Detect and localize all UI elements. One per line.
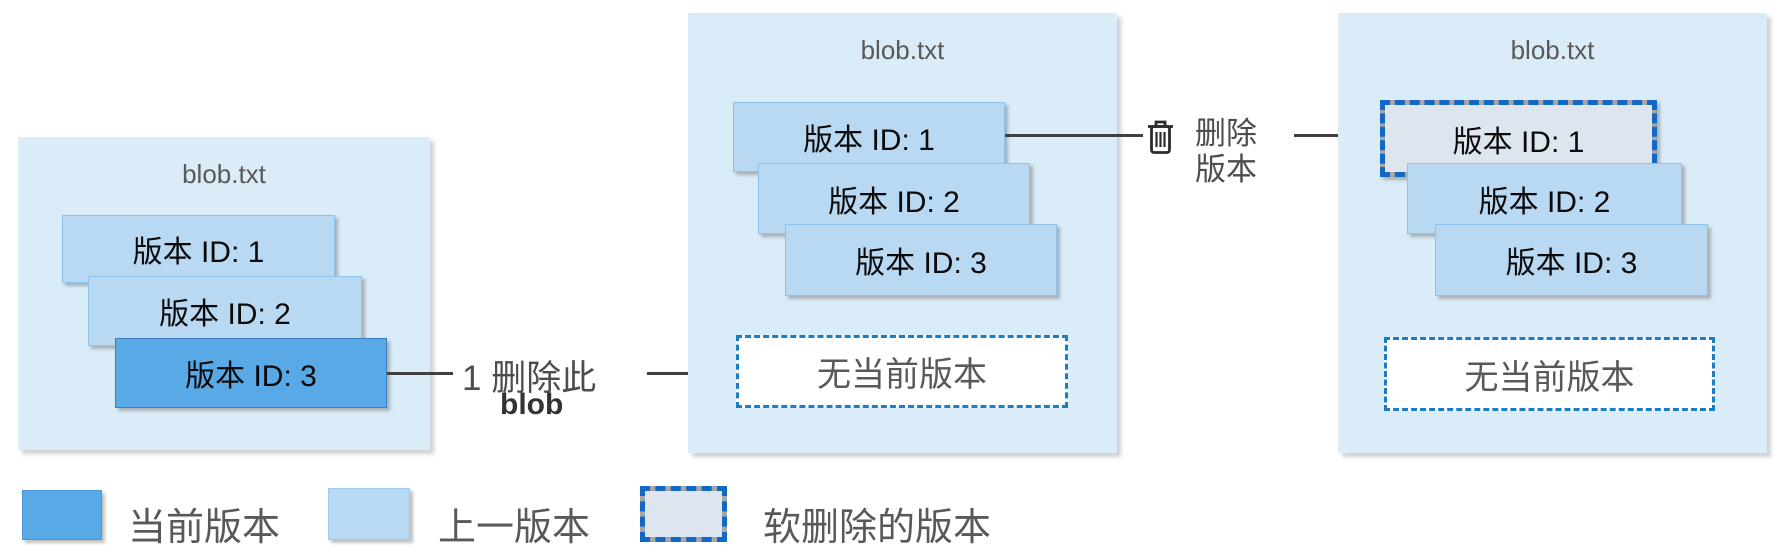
version-box-previous: 版本 ID: 3	[1435, 224, 1708, 296]
legend-swatch-soft-deleted-version	[640, 486, 727, 542]
trash-icon	[1145, 118, 1176, 161]
version-box-previous: 版本 ID: 3	[785, 224, 1057, 296]
connector-line	[1294, 134, 1364, 137]
legend-swatch-previous-version	[328, 488, 410, 540]
blob-filename: blob.txt	[1510, 35, 1595, 65]
panel-after-blob-delete: blob.txt 版本 ID: 1 版本 ID: 2 版本 ID: 3 无当前版…	[688, 13, 1117, 453]
version-label: 版本 ID: 1	[132, 236, 265, 269]
no-current-version-box: 无当前版本	[1384, 337, 1715, 411]
legend-swatch-soft-deleted-inner	[640, 486, 727, 542]
panel-initial-state: blob.txt 版本 ID: 1 版本 ID: 2 版本 ID: 3	[18, 137, 430, 450]
version-box-previous: 版本 ID: 2	[758, 163, 1030, 234]
delete-blob-step-label: 1 删除此	[462, 359, 597, 398]
legend-label-soft-deleted-version: 软删除的版本	[763, 507, 992, 549]
no-current-version-label: 无当前版本	[1464, 358, 1635, 397]
legend-label-previous-version: 上一版本	[438, 507, 591, 549]
version-label: 版本 ID: 2	[159, 298, 291, 331]
version-box-previous: 版本 ID: 2	[88, 276, 362, 346]
version-label: 版本 ID: 3	[185, 360, 317, 393]
no-current-version-label: 无当前版本	[817, 356, 987, 394]
connector-line	[387, 372, 453, 375]
version-box-previous: 版本 ID: 2	[1407, 163, 1682, 234]
legend-swatch-current-version	[22, 490, 102, 540]
delete-version-label-line2: 版本	[1195, 152, 1257, 187]
blob-filename: blob.txt	[182, 159, 266, 189]
version-label: 版本 ID: 2	[1478, 185, 1611, 219]
version-label: 版本 ID: 3	[1505, 247, 1638, 280]
no-current-version-box: 无当前版本	[736, 335, 1068, 408]
connector-line	[647, 372, 717, 375]
version-label: 版本 ID: 1	[803, 124, 935, 157]
legend-label-current-version: 当前版本	[128, 507, 281, 549]
version-label: 版本 ID: 2	[828, 185, 960, 219]
delete-blob-step-label-bold: blob	[500, 388, 564, 421]
version-label: 版本 ID: 3	[855, 247, 987, 280]
panel-after-version-delete: blob.txt 版本 ID: 1 版本 ID: 2 版本 ID: 3 无当前版…	[1338, 13, 1767, 453]
delete-version-label: 删除 版本	[1195, 116, 1257, 188]
version-label: 版本 ID: 1	[1452, 125, 1585, 159]
version-box-soft-deleted-inner: 版本 ID: 1	[1380, 100, 1657, 177]
version-box-previous: 版本 ID: 1	[733, 102, 1005, 172]
blob-filename: blob.txt	[860, 35, 945, 65]
connector-line	[1005, 134, 1143, 137]
version-box-previous: 版本 ID: 1	[62, 215, 335, 283]
delete-version-label-line1: 删除	[1195, 116, 1257, 151]
version-box-current: 版本 ID: 3	[115, 338, 387, 408]
